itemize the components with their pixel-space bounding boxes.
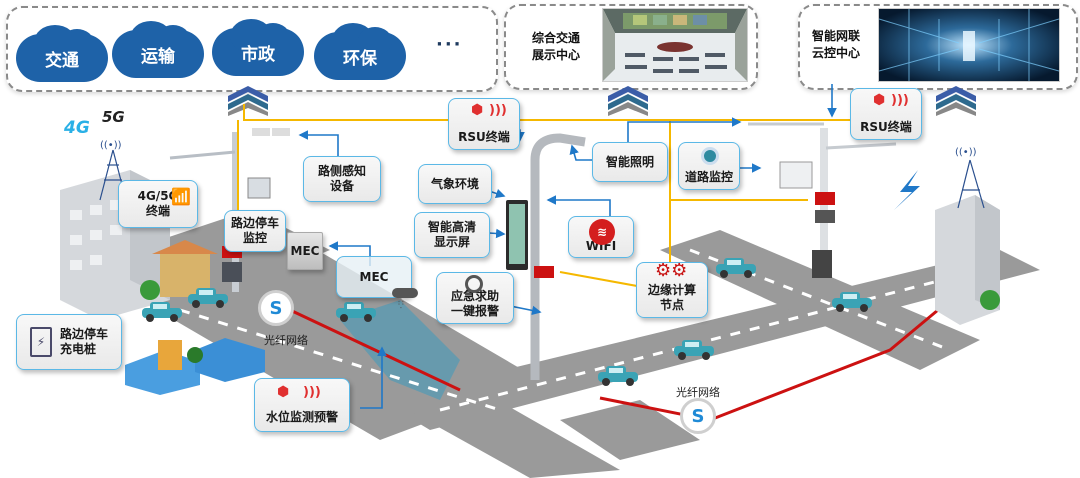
card-water-level-warning[interactable]: ⬢ ))) 水位监测预警 bbox=[254, 378, 350, 432]
road-bottom-left bbox=[390, 390, 620, 478]
uplink-chevron-middle bbox=[608, 86, 648, 116]
fiber-network-label: 光纤网络 bbox=[264, 334, 308, 347]
card-edge-compute[interactable]: ⚙⚙ 边缘计算 节点 bbox=[636, 262, 708, 318]
fiber-line-left bbox=[289, 308, 461, 392]
card-emergency-alarm[interactable]: 应急求助 一键报警 bbox=[436, 272, 514, 324]
display-center-label: 综合交通 展示中心 bbox=[532, 31, 581, 62]
car bbox=[142, 302, 182, 322]
cloud-transport[interactable]: 交通 bbox=[16, 25, 108, 82]
card-roadside-parking-monitor[interactable]: 路边停车 监控 bbox=[224, 210, 286, 252]
car bbox=[832, 292, 872, 312]
wireless-signal-icon: ))) bbox=[489, 103, 507, 118]
card-smart-lighting[interactable]: 智能照明 bbox=[592, 142, 668, 182]
card-hd-display[interactable]: 智能高清 显示屏 bbox=[414, 212, 490, 258]
wireless-lightning-icon bbox=[894, 170, 920, 210]
card-wifi[interactable]: ≋ WIFI bbox=[568, 216, 634, 258]
card-rsu-center[interactable]: ⬢ ))) RSU终端 bbox=[448, 98, 520, 150]
road-bottom-right bbox=[560, 400, 700, 460]
control-room-photo bbox=[602, 8, 748, 82]
road-main bbox=[380, 250, 1040, 430]
rain-cloud-icon bbox=[392, 288, 418, 298]
badge-4g: 4G bbox=[64, 118, 90, 138]
rsu-node-icon: ⬢ bbox=[873, 92, 886, 108]
badge-5g: 5G bbox=[102, 108, 125, 126]
wifi-icon: ≋ bbox=[589, 219, 615, 245]
card-road-monitor[interactable]: 道路监控 bbox=[678, 142, 740, 190]
wireless-signal-icon: ))) bbox=[891, 93, 909, 108]
charging-station-icon: ⚡ bbox=[29, 327, 52, 357]
rsu-node-icon: ⬢ bbox=[277, 384, 290, 400]
touch-button-icon bbox=[465, 275, 483, 293]
more-domains: ··· bbox=[436, 34, 463, 55]
car bbox=[188, 288, 228, 308]
svg-text:((•)): ((•)) bbox=[100, 140, 122, 151]
gears-icon: ⚙⚙ bbox=[655, 260, 688, 281]
card-weather[interactable]: 气象环境 bbox=[418, 164, 492, 204]
mobile-signal-icon: 📶 bbox=[171, 187, 191, 206]
card-roadside-sensing[interactable]: 路侧感知 设备 bbox=[303, 156, 381, 202]
rsu-node-icon: ⬢ bbox=[471, 102, 484, 118]
mec-server-box[interactable]: MEC bbox=[287, 232, 323, 270]
car bbox=[674, 340, 714, 360]
cloud-control-center-label: 智能网联 云控中心 bbox=[812, 29, 861, 60]
rain-drops: ∴∵ bbox=[398, 296, 404, 312]
svg-text:((•)): ((•)) bbox=[955, 147, 977, 158]
wireless-signal-icon: ))) bbox=[303, 385, 321, 400]
edge-box-right bbox=[815, 192, 835, 205]
cloud-municipal[interactable]: 市政 bbox=[212, 19, 304, 76]
edge-box-center bbox=[534, 266, 554, 278]
cloud-environment[interactable]: 环保 bbox=[314, 23, 406, 80]
car bbox=[716, 258, 756, 278]
uplink-chevron-right bbox=[936, 86, 976, 116]
cloud-logistics[interactable]: 运输 bbox=[112, 21, 204, 78]
car bbox=[336, 302, 376, 322]
card-4g5g-terminal[interactable]: 4G/5G 终端 📶 bbox=[118, 180, 198, 228]
uplink-chevron-left bbox=[228, 86, 268, 116]
card-rsu-right[interactable]: ⬢ ))) RSU终端 bbox=[850, 88, 922, 140]
camera-icon bbox=[701, 147, 719, 165]
data-center-photo bbox=[878, 8, 1060, 82]
card-charging-pile[interactable]: ⚡ 路边停车 充电桩 bbox=[16, 314, 122, 370]
car bbox=[598, 366, 638, 386]
fiber-network-icon: S bbox=[258, 290, 294, 326]
fiber-line-right bbox=[599, 298, 951, 422]
fiber-network-icon: S bbox=[680, 398, 716, 434]
fiber-network-label: 光纤网络 bbox=[676, 386, 720, 399]
